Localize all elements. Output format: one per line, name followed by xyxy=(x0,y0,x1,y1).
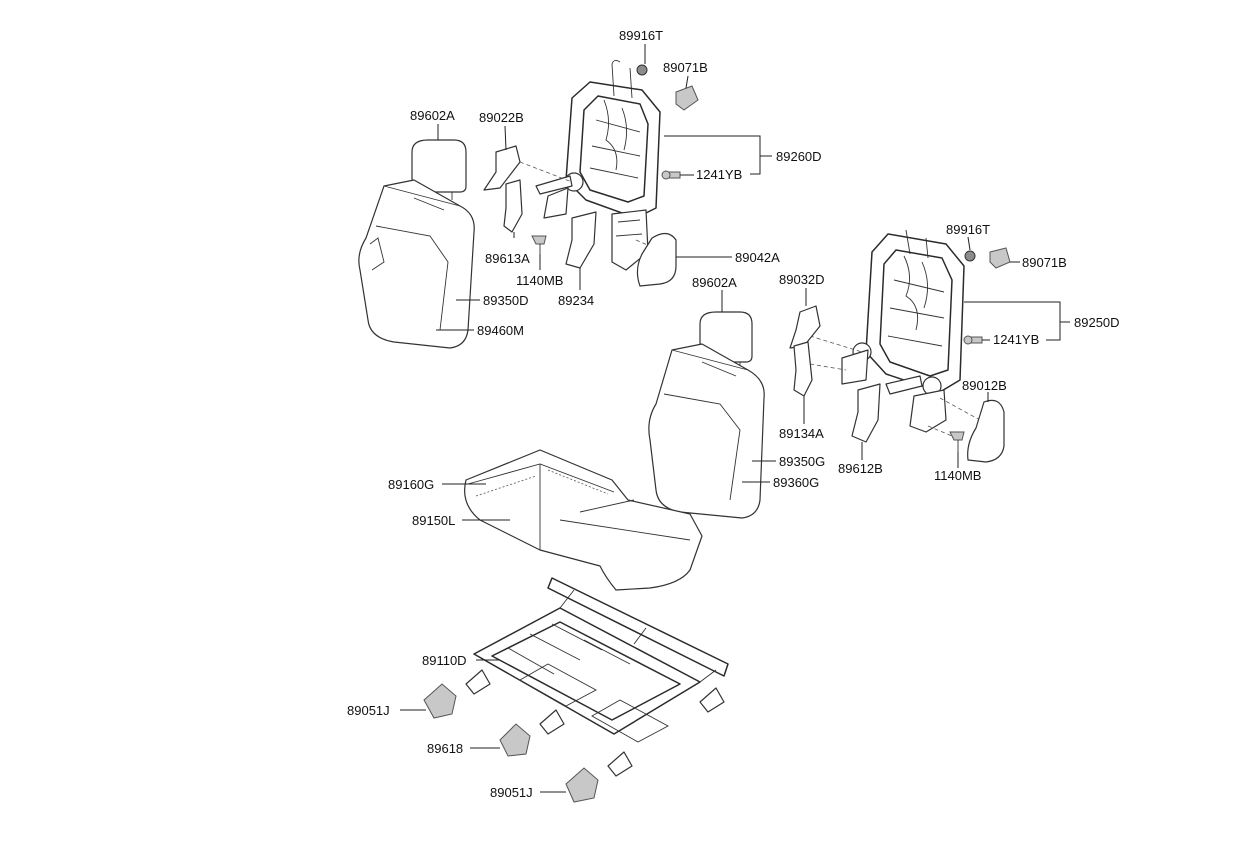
cover-89042A xyxy=(636,232,677,287)
label-89460M: 89460M xyxy=(477,323,524,338)
label-89250D: 89250D xyxy=(1074,315,1120,330)
cover-89071B-top xyxy=(675,85,699,111)
label-89051J-bottom: 89051J xyxy=(490,785,533,800)
clip-89916T-right xyxy=(964,250,976,262)
bolt-1140MB-left xyxy=(531,235,547,254)
bolt-1241YB-right xyxy=(963,335,983,345)
label-89350D: 89350D xyxy=(483,293,529,308)
label-89022B: 89022B xyxy=(479,110,524,125)
cover-89051J-bottom xyxy=(565,767,599,803)
seatback-center xyxy=(648,343,765,519)
label-89916T-right: 89916T xyxy=(946,222,990,237)
bracket-89612B xyxy=(851,383,881,443)
label-89071B-top: 89071B xyxy=(663,60,708,75)
label-89134A: 89134A xyxy=(779,426,824,441)
label-89618: 89618 xyxy=(427,741,463,756)
cover-89022B xyxy=(483,145,521,191)
cover-89618 xyxy=(499,723,531,757)
label-89602A-left: 89602A xyxy=(410,108,455,123)
label-89110D: 89110D xyxy=(422,653,467,668)
bolt-1241YB-top xyxy=(661,170,681,180)
seatback-frame-right xyxy=(841,229,965,433)
label-89350G: 89350G xyxy=(779,454,825,469)
label-89071B-right: 89071B xyxy=(1022,255,1067,270)
leader-lines xyxy=(400,44,1070,793)
seat-base-frame xyxy=(465,577,729,777)
label-89612B: 89612B xyxy=(838,461,883,476)
label-89150L: 89150L xyxy=(412,513,455,528)
bracket-89134A xyxy=(793,341,813,397)
cover-89012B xyxy=(967,399,1005,463)
seatback-frame-top xyxy=(535,59,661,271)
label-89042A: 89042A xyxy=(735,250,780,265)
seat-cushion xyxy=(464,449,703,591)
label-89234: 89234 xyxy=(558,293,594,308)
label-1241YB-top: 1241YB xyxy=(696,167,742,182)
label-1140MB-left: 1140MB xyxy=(516,273,563,288)
bracket-89613A xyxy=(503,179,523,233)
cover-89071B-right xyxy=(989,247,1011,269)
bracket-89234 xyxy=(565,211,597,269)
part-labels: 89916T 89071B 89602A 89022B 89260D 1241Y… xyxy=(347,28,1120,800)
cover-89032D xyxy=(789,305,821,349)
label-89613A: 89613A xyxy=(485,251,530,266)
label-89160G: 89160G xyxy=(388,477,434,492)
label-89260D: 89260D xyxy=(776,149,822,164)
bolt-1140MB-right xyxy=(949,431,965,452)
label-89360G: 89360G xyxy=(773,475,819,490)
label-89051J-top: 89051J xyxy=(347,703,390,718)
label-1140MB-right: 1140MB xyxy=(934,468,981,483)
label-89012B: 89012B xyxy=(962,378,1007,393)
seatback-left xyxy=(358,179,475,349)
label-89916T-top: 89916T xyxy=(619,28,663,43)
label-89032D: 89032D xyxy=(779,272,825,287)
clip-89916T-top xyxy=(636,64,648,76)
label-1241YB-right: 1241YB xyxy=(993,332,1039,347)
cover-89051J-top xyxy=(423,683,457,719)
label-89602A-right: 89602A xyxy=(692,275,737,290)
